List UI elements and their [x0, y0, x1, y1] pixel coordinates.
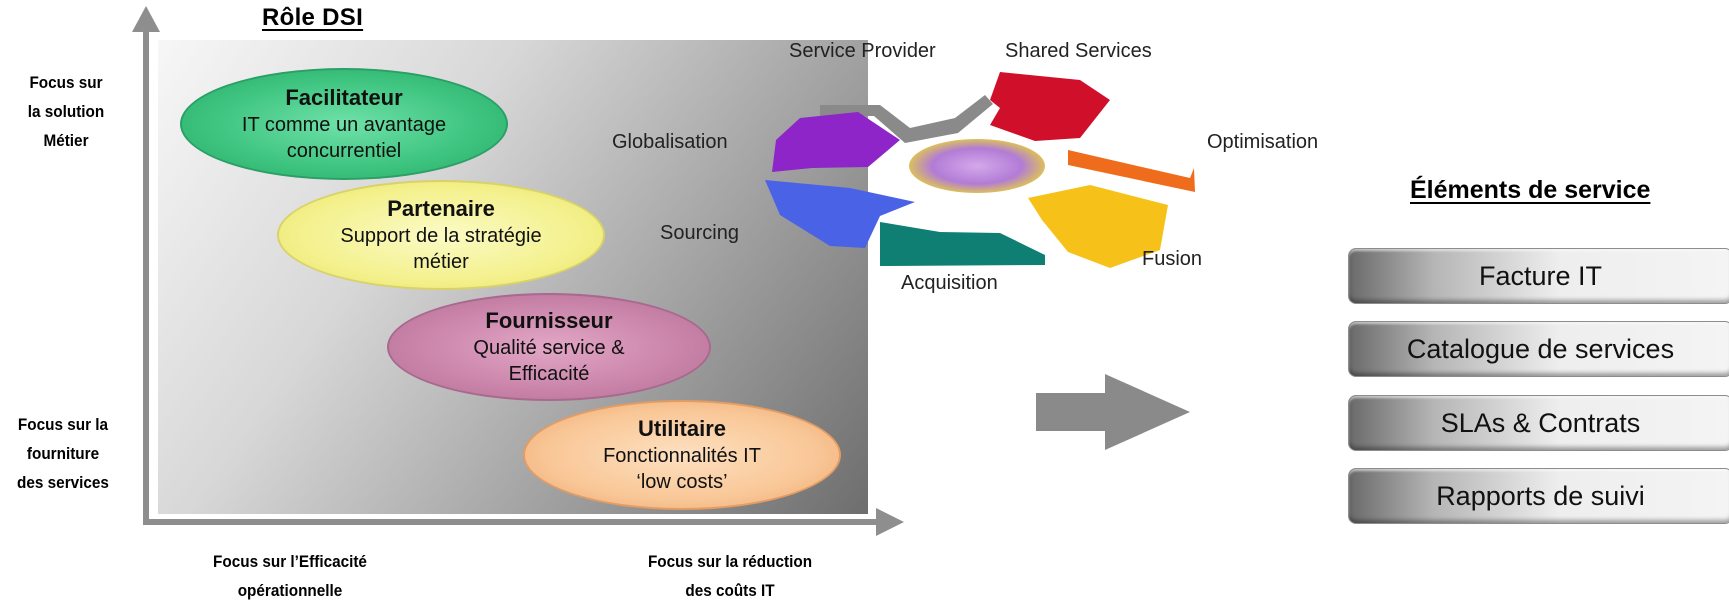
y-axis-top-label: Focus sur la solution Métier: [7, 68, 126, 155]
cycle-segment-sourcing: [765, 180, 915, 248]
services-title: Éléments de service: [1410, 176, 1651, 204]
cycle-segment-fusion: [1028, 185, 1168, 268]
role-name: Utilitaire: [637, 416, 727, 441]
cycle-label-shared-services: Shared Services: [1005, 40, 1152, 62]
x-right-line-2: des coûts IT: [685, 581, 775, 600]
role-utilitaire: Utilitaire Fonctionnalités IT ‘low costs…: [523, 400, 841, 510]
service-item-rapports: Rapports de suivi: [1348, 468, 1729, 524]
role-name: Facilitateur: [285, 85, 403, 110]
role-fournisseur: Fournisseur Qualité service & Efficacité: [387, 293, 711, 401]
service-item-catalogue: Catalogue de services: [1348, 321, 1729, 377]
cycle-segment-service-provider: [820, 95, 993, 143]
role-desc-2: Efficacité: [508, 363, 590, 385]
y-top-line-3: Métier: [43, 131, 89, 150]
y-top-line-1: Focus sur: [29, 73, 103, 92]
cycle-label-acquisition: Acquisition: [901, 272, 998, 294]
role-name: Fournisseur: [485, 308, 613, 333]
x-axis-right-label: Focus sur la réduction des coûts IT: [622, 547, 838, 605]
y-axis-bottom-label: Focus sur la fourniture des services: [6, 410, 119, 497]
cycle-label-optimisation: Optimisation: [1207, 131, 1319, 153]
role-desc-1: Qualité service &: [473, 337, 625, 359]
x-right-line-1: Focus sur la réduction: [647, 552, 813, 571]
y-axis-arrowhead: [132, 6, 160, 32]
role-desc-1: Fonctionnalités IT: [603, 445, 761, 467]
y-bottom-line-3: des services: [17, 473, 109, 492]
x-axis-left-label: Focus sur l’Efficacité opérationnelle: [173, 547, 407, 605]
y-bottom-line-2: fourniture: [26, 444, 100, 463]
cycle-label-fusion: Fusion: [1142, 248, 1203, 270]
y-bottom-line-1: Focus sur la: [17, 415, 109, 434]
role-name: Partenaire: [387, 196, 495, 221]
cycle-segment-optimisation: [1068, 150, 1195, 192]
role-desc-2: métier: [413, 251, 469, 273]
role-partenaire: Partenaire Support de la stratégie métie…: [277, 180, 605, 290]
cycle-segment-acquisition: [880, 222, 1045, 266]
role-desc-2: ‘low costs’: [636, 471, 728, 493]
role-desc-2: concurrentiel: [286, 140, 402, 162]
role-desc-1: IT comme un avantage: [241, 114, 447, 136]
cycle-hub: [909, 139, 1045, 193]
role-facilitateur: Facilitateur IT comme un avantage concur…: [180, 68, 508, 180]
x-left-line-1: Focus sur l’Efficacité: [213, 552, 367, 571]
transformation-cycle-diagram: [765, 72, 1195, 268]
service-item-slas: SLAs & Contrats: [1348, 395, 1729, 451]
arrow-right-icon: [1036, 374, 1190, 450]
role-desc-1: Support de la stratégie: [340, 225, 542, 247]
y-top-line-2: la solution: [27, 102, 105, 121]
service-item-facture-it: Facture IT: [1348, 248, 1729, 304]
x-axis-arrowhead: [876, 508, 904, 536]
page-title: Rôle DSI: [262, 4, 364, 31]
cycle-segment-globalisation: [772, 112, 900, 172]
x-left-line-2: opérationnelle: [237, 581, 343, 600]
cycle-label-globalisation: Globalisation: [612, 131, 728, 153]
cycle-segment-shared-services: [990, 72, 1110, 141]
cycle-label-sourcing: Sourcing: [660, 222, 739, 244]
cycle-label-service-provider: Service Provider: [789, 40, 936, 62]
